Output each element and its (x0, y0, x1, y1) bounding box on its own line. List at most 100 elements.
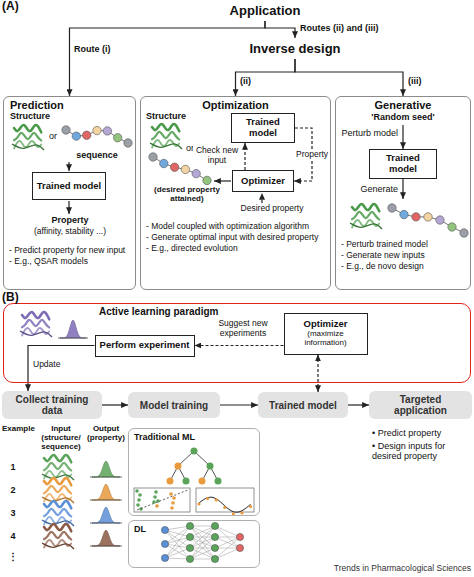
protein-structure (20, 312, 52, 337)
drawing-part (232, 512, 235, 515)
drawing-part (14, 133, 41, 141)
property-peak (92, 484, 120, 500)
box-label: Collect training data (5, 394, 99, 416)
figure-label: • Predict property (372, 428, 471, 438)
connector-label: (ii) (240, 76, 251, 86)
drawing-part (154, 490, 158, 494)
drawing-part (58, 338, 88, 339)
property-peak (92, 530, 120, 546)
drawing-part (170, 506, 174, 510)
process-box: Optimizer (232, 170, 294, 192)
drawing-part (155, 504, 159, 508)
drawing-part (44, 463, 71, 471)
drawing-part (181, 165, 189, 173)
drawing-part (136, 503, 140, 507)
drawing-part (44, 532, 71, 540)
drawing-part (412, 213, 420, 221)
connector-arrow (102, 404, 128, 405)
drawing-part (165, 544, 190, 559)
panel-heading: DL (134, 524, 194, 534)
figure-label: sequence (62, 150, 132, 160)
bullet-text: - E.g., de novo design (341, 261, 469, 272)
drawing-part (44, 455, 71, 462)
process-box: Trained model (231, 113, 295, 143)
connector-arrow (265, 21, 295, 38)
connector-arrow (28, 346, 95, 392)
drawing-part (82, 131, 90, 139)
tree-node (215, 478, 222, 485)
drawing-part (170, 163, 178, 171)
drawing-part (197, 502, 200, 505)
drawing-part (448, 223, 456, 231)
drawing-part (62, 126, 70, 134)
drawing-part (172, 496, 176, 500)
bullet-text: - Generate new inputs (341, 250, 469, 261)
drawing-part (14, 125, 41, 132)
drawing-part (436, 216, 444, 224)
drawing-part (190, 548, 215, 559)
drawing-part (137, 490, 188, 510)
figure-label: Example (2, 425, 36, 434)
drawing-part (161, 554, 168, 561)
drawing-part (165, 537, 190, 544)
box-label: (maximize information) (288, 330, 364, 348)
figure-label: (A) (2, 0, 32, 13)
drawing-part (211, 544, 218, 551)
drawing-part (424, 213, 432, 221)
connector-label: Property (296, 150, 328, 160)
box-label: Targeted application (372, 394, 469, 416)
property-peak (92, 507, 120, 523)
loop-frame: Active learning paradigmPerform experime… (3, 303, 471, 383)
drawing-part (196, 488, 254, 512)
drawing-part (138, 493, 142, 497)
bullet-list: - Model coupled with optimization algori… (146, 221, 326, 254)
drawing-part (90, 546, 122, 547)
tree-node (175, 463, 182, 470)
drawing-part (44, 486, 71, 494)
drawing-part (215, 498, 218, 501)
drawing-part (350, 223, 382, 229)
drawing-part (150, 143, 182, 149)
tree-node (207, 463, 214, 470)
tree-heading: Inverse design (235, 38, 355, 59)
connector-label: Check new input (193, 146, 241, 166)
process-box: Trained model (258, 392, 348, 418)
drawing-part (199, 497, 251, 512)
box-label: Model training (140, 400, 208, 411)
drawing-part (190, 526, 215, 559)
tree-node (199, 478, 206, 485)
drawing-part (135, 489, 139, 493)
box-label: Optimizer (241, 176, 285, 187)
drawing-part (223, 506, 226, 509)
drawing-part (190, 526, 215, 537)
drawing-part (161, 540, 168, 547)
drawing-part (215, 537, 240, 548)
route-panel: Prediction- Predict property for new inp… (3, 96, 136, 290)
protein-structure (42, 455, 74, 480)
figure-label: 3 (6, 508, 20, 518)
drawing-part (236, 544, 243, 551)
figure-label: Trends in Pharmacological Sciences (290, 564, 471, 574)
figure-label: Input (structure/ sequence) (36, 425, 86, 452)
figure-label: 4 (6, 531, 20, 541)
drawing-part (400, 210, 408, 218)
drawing-part (186, 544, 193, 551)
connector-arrow (317, 355, 318, 393)
process-box: Collect training data (2, 391, 102, 419)
box-label: Trained model (373, 153, 433, 175)
bullet-text: - Predict property for new input (9, 245, 133, 256)
drawing-part (240, 511, 243, 514)
sequence-beads (62, 126, 132, 147)
figure-label: Desired property (232, 204, 312, 214)
connector-label: (iii) (408, 76, 422, 86)
route-panel: Generative- Perturb trained model- Gener… (335, 96, 471, 290)
process-box: Trained model (369, 149, 437, 179)
drawing-part (152, 500, 156, 504)
process-box: Model training (128, 392, 220, 418)
sequence-beads (388, 204, 468, 237)
box-label: Inverse design (249, 41, 340, 56)
drawing-part (192, 169, 200, 177)
drawing-part (203, 176, 211, 184)
drawing-part (236, 533, 243, 540)
figure-label: 2 (6, 485, 20, 495)
